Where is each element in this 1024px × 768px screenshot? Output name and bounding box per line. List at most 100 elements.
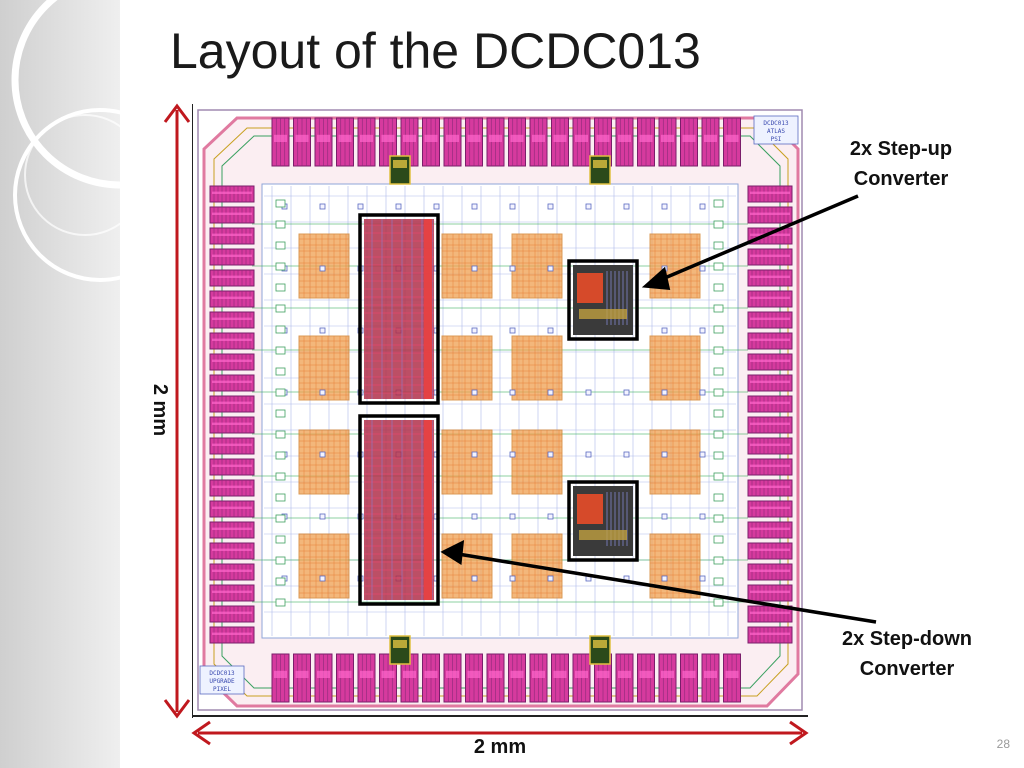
edge-cell xyxy=(713,262,724,271)
top-pad xyxy=(443,117,462,167)
bottom-pad xyxy=(723,653,741,703)
power-block-fill xyxy=(298,335,350,401)
power-block xyxy=(298,429,350,495)
via xyxy=(319,265,326,272)
via xyxy=(699,327,706,334)
via xyxy=(547,513,554,520)
pad-band xyxy=(661,134,674,142)
pad-band xyxy=(553,134,567,142)
edge-cell xyxy=(275,535,286,544)
power-block-fill xyxy=(441,233,493,299)
edge-cell xyxy=(713,493,724,502)
left-pad xyxy=(209,248,255,266)
pad-band xyxy=(750,275,790,278)
via xyxy=(547,265,554,272)
step-down-edge xyxy=(424,420,432,600)
power-block xyxy=(649,233,701,299)
pad-band xyxy=(212,485,252,488)
top-pad xyxy=(400,117,419,167)
top-pad xyxy=(357,117,376,167)
power-block xyxy=(298,335,350,401)
via xyxy=(433,203,440,210)
right-pad xyxy=(747,206,793,224)
via xyxy=(509,575,516,582)
pad-band xyxy=(750,380,790,383)
step-down-edge xyxy=(424,219,432,399)
control-block-bottom-1 xyxy=(389,635,411,665)
step-down-label-line2: Converter xyxy=(859,658,955,680)
pad-band xyxy=(212,296,252,299)
pad-band xyxy=(750,443,790,446)
right-pad xyxy=(747,311,793,329)
right-pad xyxy=(747,227,793,245)
via xyxy=(509,203,516,210)
pad-band xyxy=(212,254,252,257)
left-pad xyxy=(209,206,255,224)
pad-band xyxy=(639,670,653,678)
pad-band xyxy=(212,443,252,446)
power-block-fill xyxy=(511,233,563,299)
pad-band xyxy=(750,548,790,551)
edge-cell xyxy=(275,325,286,334)
right-pad xyxy=(747,353,793,371)
bottom-pad xyxy=(637,653,655,703)
control-block-core xyxy=(393,160,407,168)
bottom-pad xyxy=(357,653,376,703)
control-block-top-1 xyxy=(389,155,411,185)
via xyxy=(547,451,554,458)
bottom-pad xyxy=(529,653,548,703)
pad-band xyxy=(750,590,790,593)
pad-band xyxy=(381,670,395,678)
via xyxy=(509,451,516,458)
edge-cell xyxy=(275,262,286,271)
top-pad xyxy=(293,117,311,167)
width-dimension-label: 2 mm xyxy=(473,736,527,758)
height-dimension-label: 2 mm xyxy=(149,383,171,437)
power-block-fill xyxy=(511,429,563,495)
step-up-band xyxy=(579,309,627,319)
pad-band xyxy=(360,134,373,142)
pad-band xyxy=(532,134,545,142)
bottom-pad xyxy=(551,653,569,703)
edge-cell xyxy=(275,577,286,586)
edge-cell xyxy=(275,493,286,502)
step-up-label-line1: 2x Step-up xyxy=(849,138,953,160)
chip-outline xyxy=(197,109,803,711)
power-block xyxy=(649,533,701,599)
control-block-top-2 xyxy=(589,155,611,185)
via xyxy=(661,451,668,458)
pad-band xyxy=(661,670,674,678)
pad-band xyxy=(274,134,287,142)
via xyxy=(395,203,402,210)
right-pad xyxy=(747,185,793,203)
edge-cell xyxy=(713,304,724,313)
bottom-pad xyxy=(615,653,634,703)
via xyxy=(471,575,478,582)
edge-cell xyxy=(713,346,724,355)
step-down-converter-label: 2x Step-down Converter xyxy=(812,624,1002,684)
via xyxy=(471,265,478,272)
via xyxy=(319,513,326,520)
logo-text: UPGRADE xyxy=(209,678,235,685)
pad-band xyxy=(532,670,545,678)
pad-band xyxy=(212,422,252,425)
vertical-arrowhead-top xyxy=(163,103,191,123)
edge-cell xyxy=(713,199,724,208)
logo-text: PSI xyxy=(771,136,782,143)
edge-cell xyxy=(713,535,724,544)
edge-cell xyxy=(713,220,724,229)
via xyxy=(699,451,706,458)
power-block-fill xyxy=(511,335,563,401)
logo-frame xyxy=(199,665,245,695)
pad-band xyxy=(295,670,309,678)
pad-band xyxy=(596,670,610,678)
via xyxy=(319,575,326,582)
pad-band xyxy=(212,275,252,278)
power-block xyxy=(511,233,563,299)
power-block-fill xyxy=(441,335,493,401)
top-pad xyxy=(551,117,569,167)
via xyxy=(699,265,706,272)
control-block-bottom-2 xyxy=(589,635,611,665)
step-up-converter-label: 2x Step-up Converter xyxy=(826,134,976,194)
